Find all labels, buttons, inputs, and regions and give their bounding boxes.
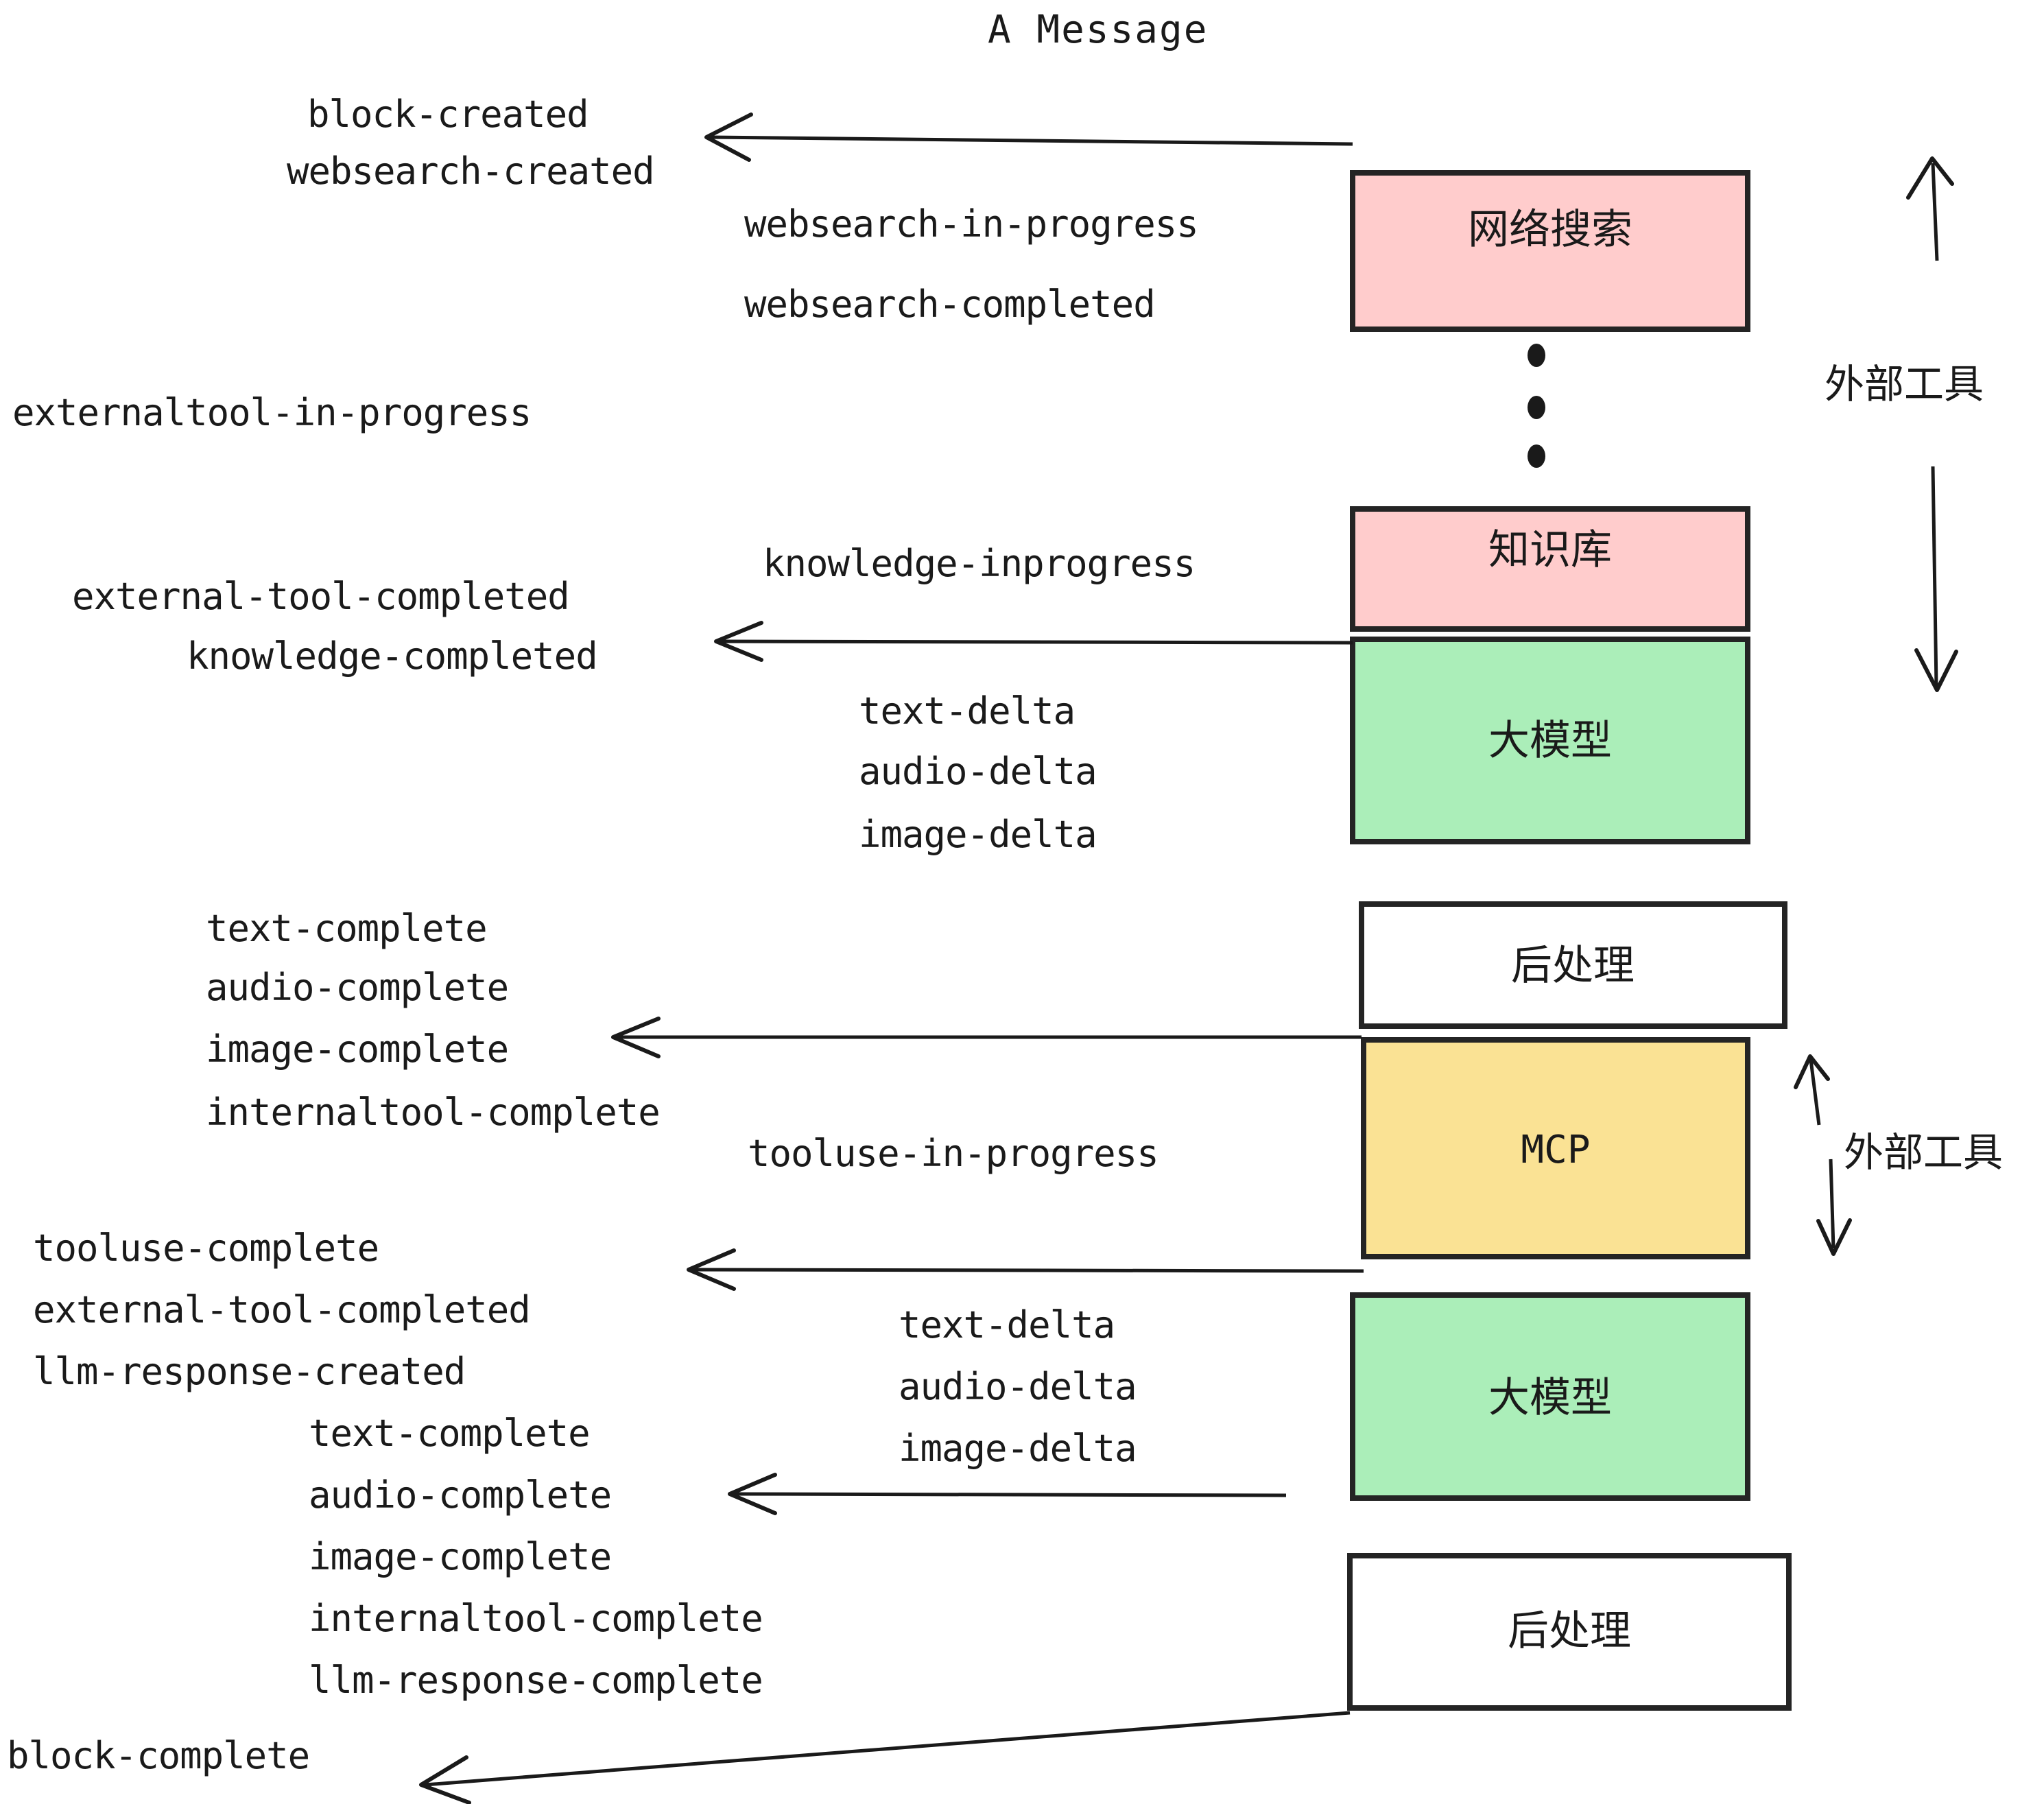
box-mcp-rect xyxy=(1361,1037,1750,1259)
event-websearch-in-progress: websearch-in-progress xyxy=(744,202,1198,246)
box-llm-bottom-rect xyxy=(1350,1292,1750,1501)
box-websearch-label: 网络搜索 xyxy=(1468,206,1632,254)
box-websearch-rect xyxy=(1350,170,1750,332)
box-llm-bottom-label: 大模型 xyxy=(1488,1374,1612,1422)
event-text-complete-1: text-complete xyxy=(206,907,487,950)
event-text-complete-2: text-complete xyxy=(309,1412,590,1455)
arrow-llm-to-audio-complete xyxy=(728,1473,1287,1515)
event-websearch-created: websearch-created xyxy=(287,150,654,193)
box-postprocess-top-label: 后处理 xyxy=(1511,942,1635,990)
event-text-delta-2: text-delta xyxy=(899,1303,1115,1346)
box-postprocess-top-rect xyxy=(1359,901,1787,1029)
vertical-ellipsis-icon xyxy=(1528,344,1545,468)
arrow-websearch-to-block-created xyxy=(704,112,1353,162)
box-postprocess-bottom-rect xyxy=(1347,1553,1792,1711)
external-tools-top-label: 外部工具 xyxy=(1825,361,1984,407)
event-tooluse-complete: tooluse-complete xyxy=(33,1226,379,1270)
arrow-postprocess-to-image-complete xyxy=(611,1017,1362,1058)
event-llm-response-complete: llm-response-complete xyxy=(309,1659,763,1702)
event-audio-delta-2: audio-delta xyxy=(899,1365,1137,1408)
box-postprocess-bottom[interactable]: 后处理 xyxy=(1347,1553,1792,1711)
box-mcp[interactable]: MCP xyxy=(1361,1037,1750,1259)
event-image-complete-1: image-complete xyxy=(206,1028,508,1071)
event-external-tool-completed-1: external-tool-completed xyxy=(72,575,569,618)
external-tools-bottom-label: 外部工具 xyxy=(1844,1129,2003,1176)
event-audio-complete-1: audio-complete xyxy=(206,966,508,1009)
event-llm-response-created: llm-response-created xyxy=(33,1350,465,1393)
event-internaltool-complete-2: internaltool-complete xyxy=(309,1597,763,1640)
event-audio-delta-1: audio-delta xyxy=(859,750,1097,793)
event-externaltool-in-progress: externaltool-in-progress xyxy=(12,391,531,434)
box-llm-top-label: 大模型 xyxy=(1488,717,1612,765)
event-knowledge-inprogress: knowledge-inprogress xyxy=(763,542,1195,585)
box-knowledge-rect xyxy=(1350,506,1750,632)
event-audio-complete-2: audio-complete xyxy=(309,1473,611,1517)
box-knowledge[interactable]: 知识库 xyxy=(1350,506,1750,632)
event-internaltool-complete-1: internaltool-complete xyxy=(206,1091,660,1134)
page-title: A Message xyxy=(988,8,1208,52)
arrow-mcp-to-tooluse-complete xyxy=(687,1248,1364,1291)
event-block-complete: block-complete xyxy=(7,1734,309,1777)
external-tools-bottom-bracket: 外部工具 xyxy=(1794,1054,2003,1256)
box-websearch[interactable]: 网络搜索 xyxy=(1350,170,1750,332)
external-tools-top-bracket: 外部工具 xyxy=(1825,156,1984,692)
event-image-delta-2: image-delta xyxy=(899,1427,1137,1470)
event-image-delta-1: image-delta xyxy=(859,813,1097,856)
event-websearch-completed: websearch-completed xyxy=(744,283,1155,326)
event-image-complete-2: image-complete xyxy=(309,1535,611,1578)
event-text-delta-1: text-delta xyxy=(859,689,1075,733)
box-llm-bottom[interactable]: 大模型 xyxy=(1350,1292,1750,1501)
box-postprocess-bottom-label: 后处理 xyxy=(1508,1607,1631,1655)
event-knowledge-completed: knowledge-completed xyxy=(187,634,597,678)
event-block-created: block-created xyxy=(307,93,589,136)
box-knowledge-label: 知识库 xyxy=(1488,526,1612,574)
box-mcp-label: MCP xyxy=(1521,1128,1590,1172)
box-llm-top[interactable]: 大模型 xyxy=(1350,637,1750,844)
arrow-postprocess-to-block-complete xyxy=(419,1711,1351,1804)
box-postprocess-top[interactable]: 后处理 xyxy=(1359,901,1787,1029)
event-tooluse-in-progress: tooluse-in-progress xyxy=(748,1132,1158,1175)
event-external-tool-completed-2: external-tool-completed xyxy=(33,1288,530,1331)
arrow-knowledge-to-completed xyxy=(714,621,1353,662)
box-llm-top-rect xyxy=(1350,637,1750,844)
